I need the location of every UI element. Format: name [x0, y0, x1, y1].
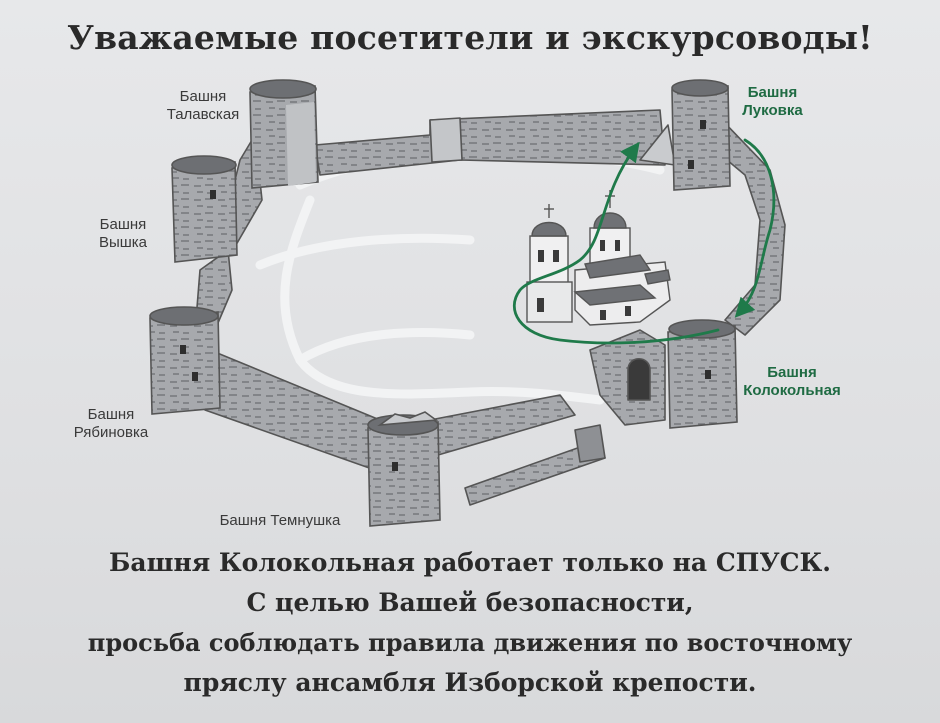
tower-ryabinovka [149, 306, 221, 415]
tower-temnushka [367, 411, 441, 527]
label-line: Башня [747, 84, 798, 101]
label-tower-ryabinovka: Башня Рябиновка [56, 406, 166, 442]
label-line: Башня [87, 406, 135, 423]
tower-lukovka [671, 79, 731, 191]
tower-kolokolnaya [667, 319, 738, 429]
label-tower-vyshka: Башня Вышка [88, 216, 158, 252]
label-line: Колокольная [743, 382, 841, 399]
label-tower-lukovka: Башня Луковка [735, 84, 810, 120]
notice-line-1: Башня Колокольная работает только на СПУ… [109, 548, 831, 577]
label-line: Башня [179, 88, 227, 105]
label-line: Талавская [166, 106, 240, 123]
notice-line-2: С целью Вашей безопасности, [246, 588, 694, 617]
sign-title: Уважаемые посетители и экскурсоводы! [67, 18, 873, 57]
notice-line-3: просьба соблюдать правила движения по во… [87, 628, 853, 657]
tower-vyshka [171, 155, 238, 263]
tower-talavskaya [249, 79, 319, 189]
label-tower-kolokolnaya: Башня Колокольная [732, 364, 852, 400]
church-icon [526, 190, 671, 326]
route-path [513, 138, 776, 345]
label-line: Башня [767, 364, 817, 381]
label-tower-temnushka: Башня Темнушка [219, 512, 341, 529]
label-line: Рябиновка [73, 424, 149, 441]
notice-line-4: пряслу ансамбля Изборской крепости. [183, 668, 757, 697]
label-line: Луковка [742, 102, 803, 119]
label-line: Башня [99, 216, 147, 233]
label-tower-talavskaya: Башня Талавская [148, 88, 258, 124]
label-line: Вышка [98, 234, 148, 251]
